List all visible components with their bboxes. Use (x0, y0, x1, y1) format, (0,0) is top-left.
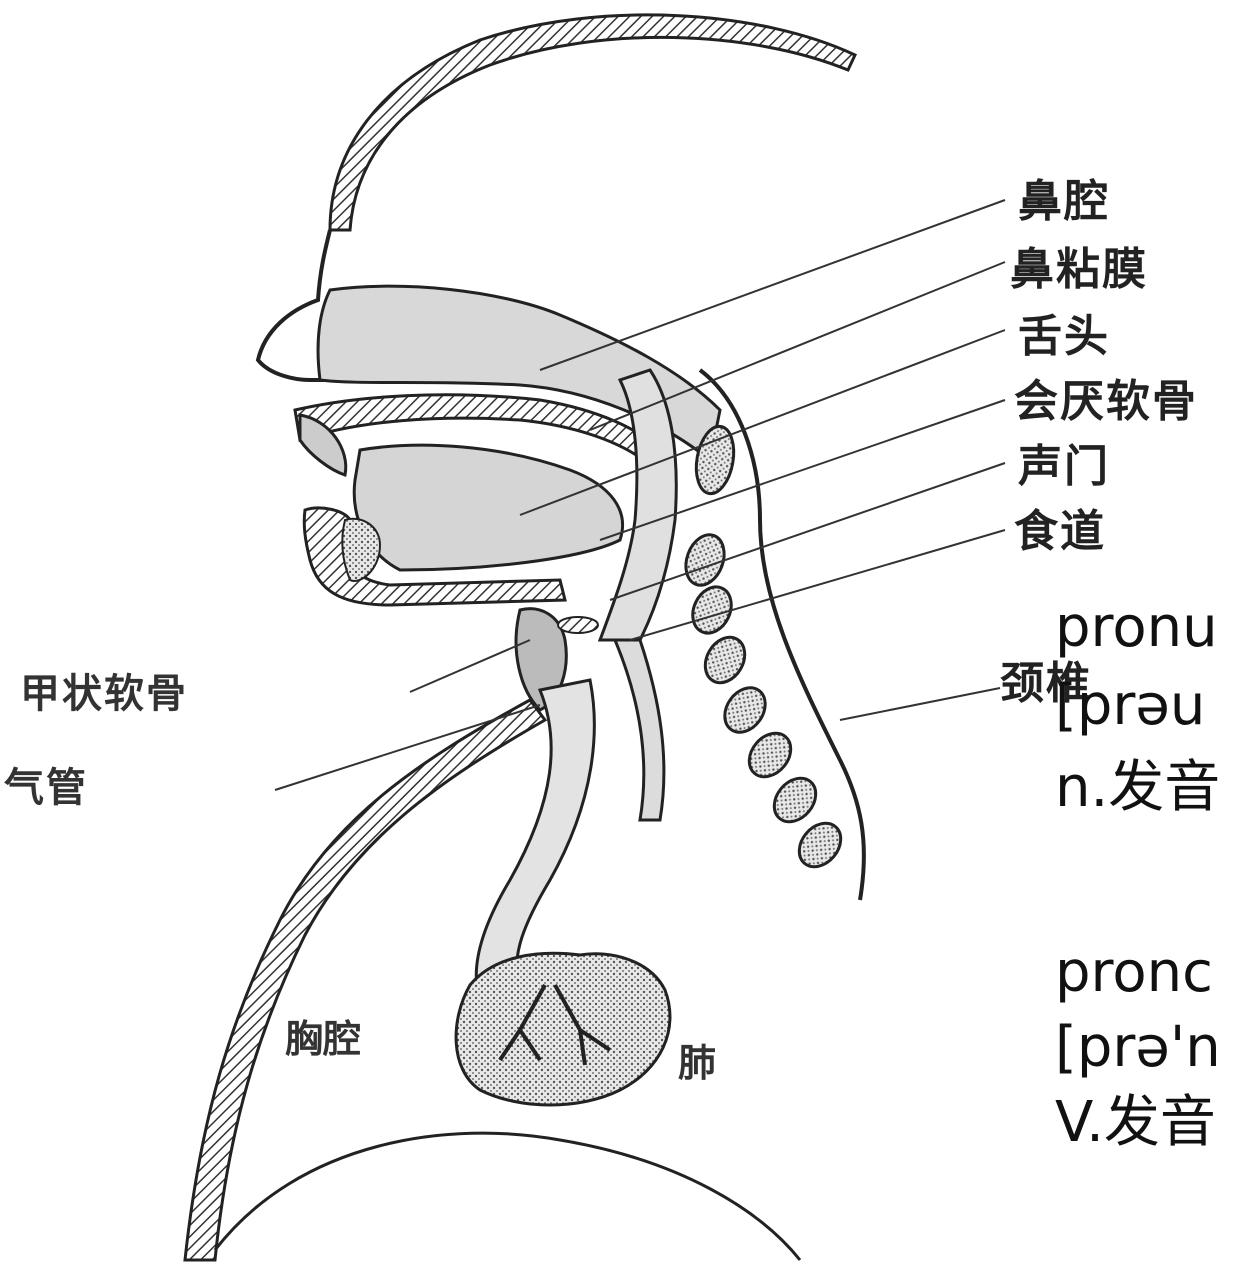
noun-phonetic: [prəu (1055, 678, 1205, 734)
cervical-vertebrae-group (679, 423, 849, 875)
label-trachea: 气管 (4, 768, 88, 808)
label-thoracic-cavity: 胸腔 (285, 1020, 361, 1058)
lower-teeth (342, 519, 380, 581)
label-nasal-mucosa: 鼻粘膜 (1010, 248, 1148, 292)
verb-phonetic: [prə'n (1055, 1020, 1221, 1076)
label-thyroid-cartilage: 甲状软骨 (20, 674, 188, 714)
noun-meaning: n.发音 (1055, 760, 1220, 816)
lung-shape (456, 953, 670, 1105)
label-epiglottis: 会厌软骨 (1014, 380, 1198, 424)
diaphragm (215, 1133, 800, 1260)
label-lung: 肺 (678, 1044, 716, 1082)
verb-word: pronc (1055, 945, 1213, 1001)
verb-meaning: V.发音 (1055, 1095, 1216, 1151)
label-esophagus: 食道 (1014, 510, 1106, 554)
glottis-shape (558, 617, 598, 633)
noun-word: pronu (1055, 600, 1218, 656)
label-glottis: 声门 (1018, 445, 1110, 489)
esophagus-tube (615, 640, 664, 820)
skull-outline (330, 15, 855, 230)
label-tongue: 舌头 (1018, 315, 1110, 359)
tongue-shape (354, 445, 622, 570)
label-nasal-cavity: 鼻腔 (1018, 180, 1110, 224)
